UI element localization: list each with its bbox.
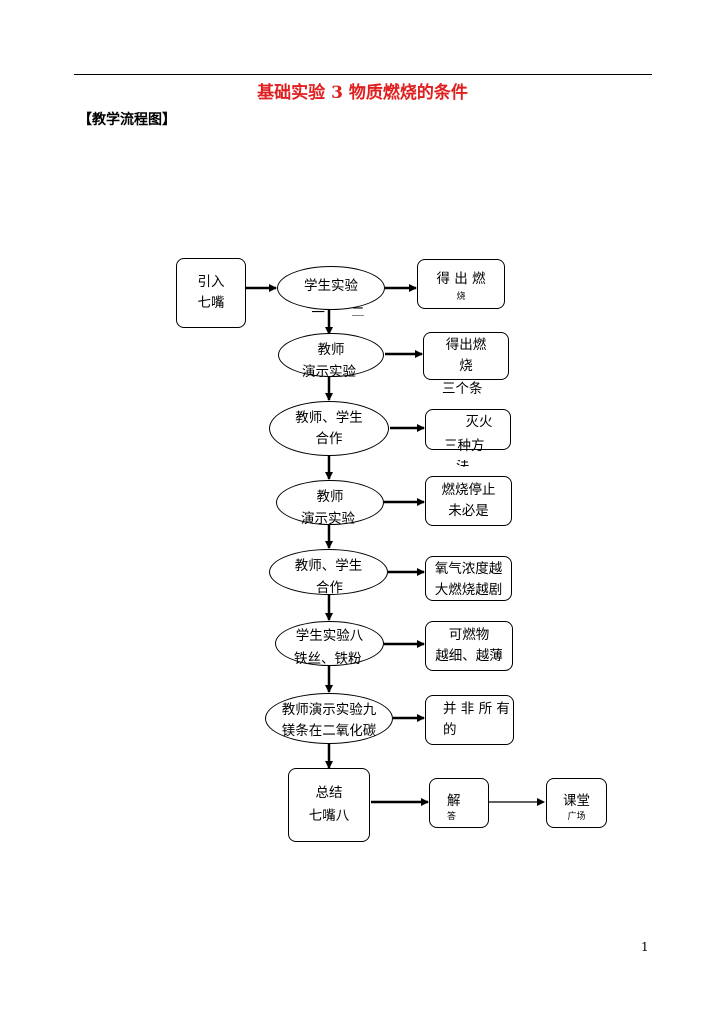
summary-line2: 七嘴八 [308,808,350,824]
node-teacher-student-5: 教师、学生 [269,549,388,595]
r6-line2: 越细、越薄 [435,648,503,664]
r8-line2: 答 [447,812,457,822]
node-answer: 解 答 [429,778,489,828]
node-student-experiment-1: 学生实验 [277,266,385,310]
r7-line2: 的 [443,722,457,738]
r2-line1: 得出燃 [445,337,487,353]
node-teacher-demo-2: 教师 [278,333,384,377]
r5-line2: 大燃烧越剧 [434,582,503,598]
s4-line2: 演示实验 [301,511,355,527]
r3-line1: 灭火 [465,414,493,430]
r4-line2: 未必是 [448,503,489,519]
node-teacher-demo-4: 教师 [276,480,384,525]
r1-line2: 烧 [456,292,466,302]
header-rule [74,74,652,75]
node-summary: 总结 七嘴八 [288,768,370,842]
intro-line2: 七嘴 [197,295,225,311]
node-intro: 引入 七嘴 [176,258,246,328]
classroom-line2: 广场 [567,812,586,822]
s1-line2: 一 二 [311,305,365,316]
node-classroom-plaza: 课堂 广场 [546,778,607,828]
r1-line1: 得 出 燃 [436,271,486,287]
s5-line1: 教师、学生 [294,558,363,574]
s5-line2: 合作 [316,580,343,596]
intro-line1: 引入 [197,274,225,290]
s7-line2: 镁条在二氧化碳 [281,723,377,739]
node-result-6: 可燃物 越细、越薄 [425,621,513,671]
r4-line1: 燃烧停止 [441,482,496,498]
classroom-line1: 课堂 [563,793,590,809]
s3-line1: 教师、学生 [295,410,363,426]
s1-line1: 学生实验 [304,278,358,294]
node-teacher-demo-7: 教师演示实验九 镁条在二氧化碳 [265,693,393,744]
section-heading: 【教学流程图】 [78,112,176,128]
node-result-7: 并 非 所 有 的 [425,695,514,745]
s2-line2: 演示实验 [302,364,356,380]
page-number: 1 [641,940,649,954]
s4-line1: 教师 [316,489,344,505]
summary-line1: 总结 [315,785,343,801]
node-result-2: 得出燃 烧 [423,332,509,380]
r8-line1: 解 [447,793,461,809]
s7-line1: 教师演示实验九 [281,702,377,718]
node-result-5: 氧气浓度越 大燃烧越剧 [425,556,512,601]
r3-line3: 法 [456,460,470,467]
node-student-experiment-6: 学生实验八 [275,621,384,666]
node-result-3: 灭火 [425,409,511,450]
node-teacher-student-3: 教师、学生 合作 [269,401,389,456]
r2-line3: 三个条 [442,381,483,396]
r5-line1: 氧气浓度越 [434,561,503,577]
r6-line1: 可燃物 [448,627,490,643]
s6-line1: 学生实验八 [295,628,364,644]
node-result-4: 燃烧停止 未必是 [425,476,512,526]
s2-line1: 教师 [317,342,345,358]
page-title: 基础实验 3 物质燃烧的条件 [257,83,468,103]
r3-line2: 三种方 [444,438,485,454]
r7-line1: 并 非 所 有 [443,701,510,717]
r2-line2: 烧 [459,358,473,374]
s6-line2: 铁丝、铁粉 [294,651,362,667]
s3-line2: 合作 [315,431,343,447]
node-result-1: 得 出 燃 烧 [417,259,505,309]
